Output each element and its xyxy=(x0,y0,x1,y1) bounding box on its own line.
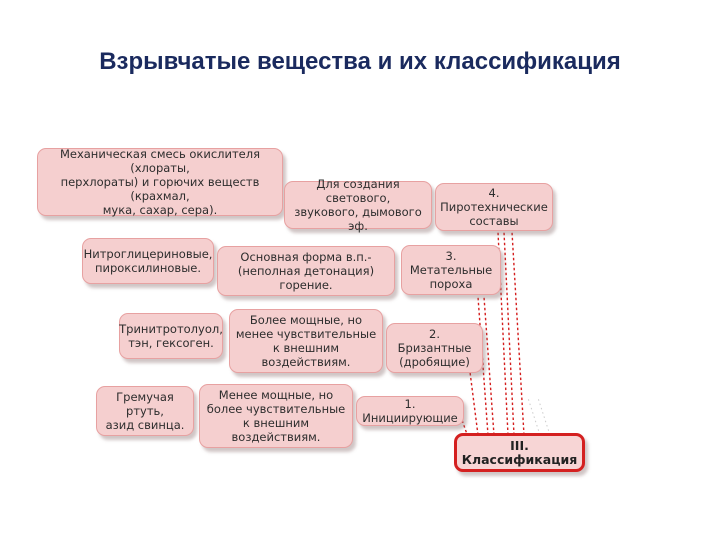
example-box-propellants: Нитроглицериновые, пироксилиновые. xyxy=(82,238,214,284)
root-box-classification: III. Классификация xyxy=(454,433,585,472)
category-box-initiating: 1. Инициирующие xyxy=(356,396,464,426)
connector-root-to-cat4c xyxy=(511,231,525,436)
example-box-initiating: Гремучая ртуть, азид свинца. xyxy=(96,386,194,436)
connector-root-to-cat2 xyxy=(469,371,479,436)
property-box-blasting: Более мощные, но менее чувствительные к … xyxy=(229,309,383,373)
category-box-pyrotechnic: 4. Пиротехнические составы xyxy=(435,183,553,231)
property-box-propellants: Основная форма в.п.- (неполная детонация… xyxy=(217,246,395,296)
example-box-pyrotechnic: Механическая смесь окислителя (хлораты, … xyxy=(37,147,283,217)
category-box-blasting: 2. Бризантные (дробящие) xyxy=(386,323,483,373)
connector-root-to-cat1 xyxy=(461,419,469,438)
property-box-pyrotechnic: Для создания светового, звукового, дымов… xyxy=(284,177,432,233)
property-box-initiating: Менее мощные, но более чувствительные к … xyxy=(199,384,353,448)
connector-root-to-cat4b xyxy=(503,231,515,436)
example-box-blasting: Тринитротолуол, тэн, гексоген. xyxy=(119,313,223,359)
page-title: Взрывчатые вещества и их классификация xyxy=(99,48,621,75)
connector-root-to-cat4 xyxy=(497,231,509,436)
connector-root-to-cat3b xyxy=(483,296,495,436)
category-box-propellants: 3. Метательные пороха xyxy=(401,245,501,295)
connector-root-to-cat3 xyxy=(477,296,489,436)
